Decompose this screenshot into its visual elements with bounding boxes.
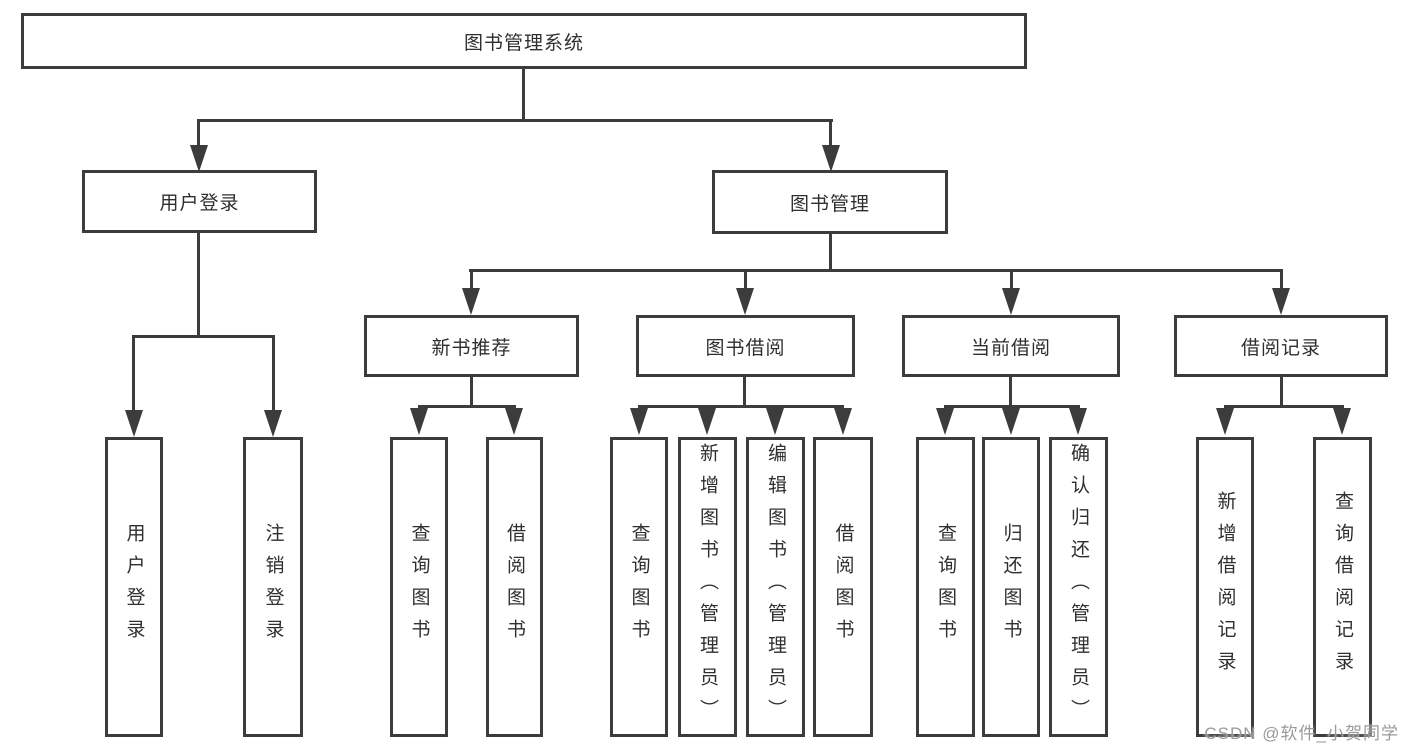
node-leaf-add-borrow-record: 新增借阅记录 bbox=[1196, 437, 1254, 737]
node-label: 新增图书（管理员） bbox=[697, 443, 718, 731]
node-leaf-borrow-books: 借阅图书 bbox=[813, 437, 873, 737]
node-label: 新书推荐 bbox=[431, 337, 512, 359]
connector-stub-new-book bbox=[470, 272, 473, 289]
connector-stub-borrow-record bbox=[1280, 272, 1283, 289]
arrowhead-down-icon bbox=[1333, 408, 1351, 435]
node-label: 图书管理 bbox=[789, 193, 870, 215]
node-book-borrow: 图书借阅 bbox=[636, 315, 855, 377]
node-current-borrow: 当前借阅 bbox=[902, 315, 1120, 377]
connector-level3-horizontal bbox=[469, 269, 1283, 272]
connector-current-borrow-vertical bbox=[1009, 377, 1012, 407]
node-borrow-records: 借阅记录 bbox=[1174, 315, 1388, 377]
node-label: 借阅记录 bbox=[1240, 337, 1321, 359]
node-label: 新增借阅记录 bbox=[1214, 491, 1236, 683]
node-label: 图书管理系统 bbox=[463, 32, 584, 54]
node-label: 图书借阅 bbox=[705, 337, 786, 359]
connector-book-borrow-vertical bbox=[743, 377, 746, 407]
connector-new-book-horizontal bbox=[418, 405, 516, 408]
node-label: 查询图书 bbox=[935, 523, 956, 651]
connector-current-borrow-horizontal bbox=[944, 405, 1080, 408]
arrowhead-down-icon bbox=[936, 408, 954, 435]
arrowhead-down-icon bbox=[1216, 408, 1234, 435]
connector-level1-horizontal bbox=[197, 119, 833, 122]
arrowhead-down-icon bbox=[125, 410, 143, 437]
node-leaf-edit-book-admin: 编辑图书（管理员） bbox=[746, 437, 805, 737]
node-book-management: 图书管理 bbox=[712, 170, 948, 234]
node-label: 查询图书 bbox=[628, 523, 650, 651]
connector-book-mgmt-vertical bbox=[829, 234, 832, 271]
node-leaf-query-borrow-record: 查询借阅记录 bbox=[1313, 437, 1372, 737]
node-label: 确认归还（管理员） bbox=[1068, 443, 1089, 731]
connector-user-login-horizontal bbox=[132, 335, 275, 338]
connector-stub-book-mgmt bbox=[829, 122, 832, 148]
arrowhead-down-icon bbox=[834, 408, 852, 435]
node-leaf-add-book-admin: 新增图书（管理员） bbox=[678, 437, 737, 737]
node-new-book-recommend: 新书推荐 bbox=[364, 315, 579, 377]
arrowhead-down-icon bbox=[822, 145, 840, 172]
arrowhead-down-icon bbox=[1069, 408, 1087, 435]
arrowhead-down-icon bbox=[736, 288, 754, 315]
node-label: 用户登录 bbox=[159, 193, 240, 214]
connector-new-book-vertical bbox=[470, 377, 473, 407]
node-user-login: 用户登录 bbox=[82, 170, 317, 233]
connector-stub-leaf-login bbox=[132, 338, 135, 411]
connector-stub-book-borrow bbox=[744, 272, 747, 289]
node-leaf-query-books-current: 查询图书 bbox=[916, 437, 975, 737]
connector-stub-user-login bbox=[197, 122, 200, 148]
arrowhead-down-icon bbox=[1002, 288, 1020, 315]
node-label: 当前借阅 bbox=[970, 337, 1051, 359]
node-label: 借阅图书 bbox=[504, 523, 525, 651]
arrowhead-down-icon bbox=[410, 408, 428, 435]
node-label: 用户登录 bbox=[123, 523, 145, 651]
arrowhead-down-icon bbox=[630, 408, 648, 435]
connector-stub-current-borrow bbox=[1010, 272, 1013, 289]
node-library-management-system: 图书管理系统 bbox=[21, 13, 1027, 69]
node-label: 查询图书 bbox=[408, 523, 430, 651]
arrowhead-down-icon bbox=[264, 410, 282, 437]
node-leaf-query-books-recommend: 查询图书 bbox=[390, 437, 448, 737]
connector-user-login-vertical bbox=[197, 233, 200, 337]
node-label: 借阅图书 bbox=[832, 523, 854, 651]
connector-stub-leaf-logout bbox=[272, 338, 275, 411]
arrowhead-down-icon bbox=[190, 145, 208, 172]
node-leaf-borrow-books-recommend: 借阅图书 bbox=[486, 437, 543, 737]
arrowhead-down-icon bbox=[1272, 288, 1290, 315]
arrowhead-down-icon bbox=[698, 408, 716, 435]
arrowhead-down-icon bbox=[1002, 408, 1020, 435]
node-leaf-return-book: 归还图书 bbox=[982, 437, 1040, 737]
node-label: 查询借阅记录 bbox=[1332, 491, 1353, 683]
connector-borrow-records-horizontal bbox=[1224, 405, 1344, 408]
node-leaf-logout: 注销登录 bbox=[243, 437, 303, 737]
connector-root-vertical bbox=[522, 69, 525, 121]
arrowhead-down-icon bbox=[462, 288, 480, 315]
csdn-watermark: CSDN @软件_小贺同学 bbox=[1204, 724, 1399, 743]
node-leaf-query-books-borrow: 查询图书 bbox=[610, 437, 668, 737]
arrowhead-down-icon bbox=[766, 408, 784, 435]
arrowhead-down-icon bbox=[505, 408, 523, 435]
node-label: 注销登录 bbox=[262, 523, 284, 651]
node-leaf-confirm-return-admin: 确认归还（管理员） bbox=[1049, 437, 1108, 737]
node-label: 归还图书 bbox=[1000, 523, 1022, 651]
connector-book-borrow-horizontal bbox=[638, 405, 844, 408]
node-label: 编辑图书（管理员） bbox=[765, 443, 786, 731]
node-leaf-user-login: 用户登录 bbox=[105, 437, 163, 737]
connector-borrow-records-vertical bbox=[1280, 377, 1283, 407]
